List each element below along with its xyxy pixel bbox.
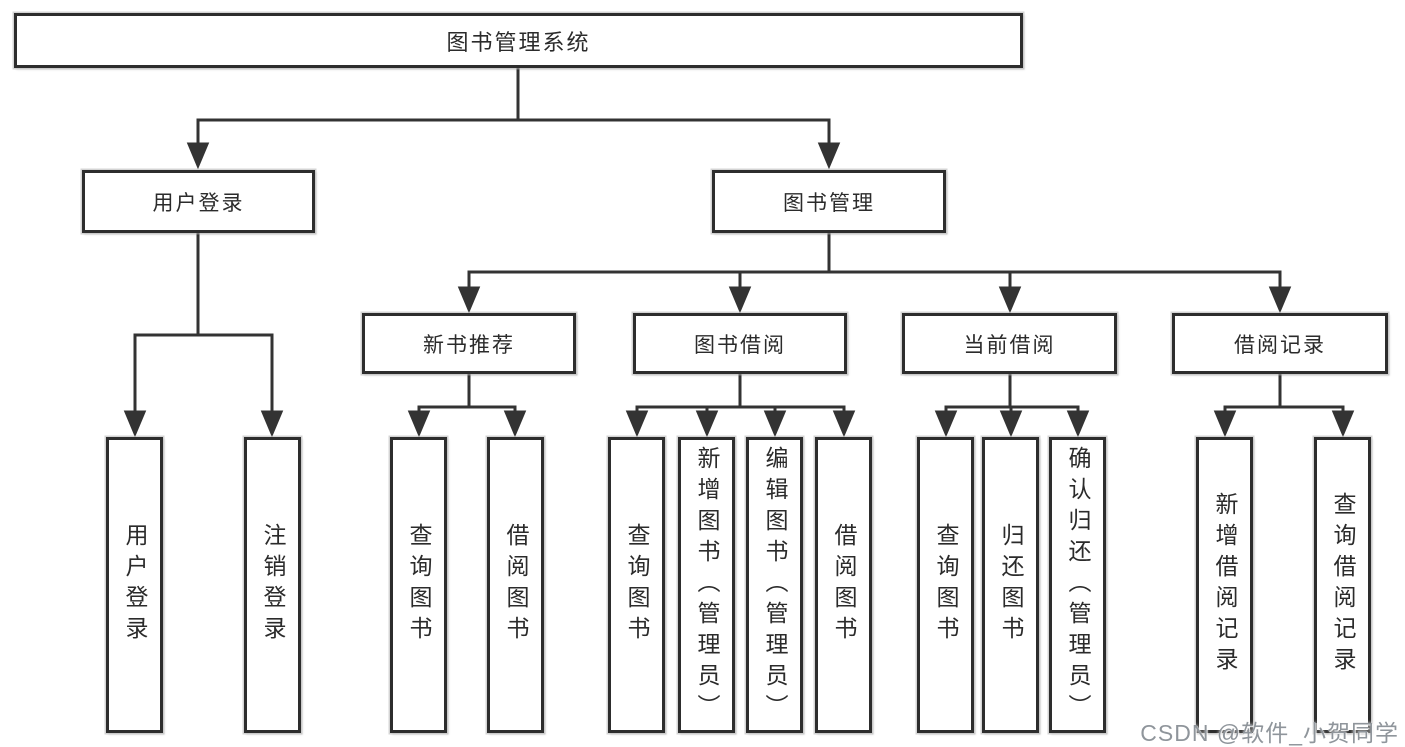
leaf-add-book-admin: 新增图书（管理员）: [678, 437, 735, 733]
leaf-edit-book-admin: 编辑图书（管理员）: [746, 437, 803, 733]
node-label: 编辑图书（管理员）: [762, 445, 788, 725]
node-label: 新增借阅记录: [1212, 492, 1238, 678]
csdn-watermark: CSDN @软件_小贺同学: [1140, 720, 1399, 746]
node-label: 借阅图书: [831, 523, 857, 647]
node-label: 新增图书（管理员）: [694, 445, 720, 725]
node-label: 图书借阅: [694, 333, 786, 357]
node-label: 确认归还（管理员）: [1065, 445, 1091, 725]
leaf-return-books: 归还图书: [982, 437, 1039, 733]
leaf-logout: 注销登录: [244, 437, 301, 733]
node-label: 归还图书: [998, 523, 1024, 647]
node-label: 查询图书: [933, 523, 959, 647]
node-label: 用户登录: [152, 191, 245, 215]
node-label: 图书管理系统: [446, 29, 591, 55]
leaf-borrow-books-recommendation: 借阅图书: [487, 437, 544, 733]
node-borrowing-records: 借阅记录: [1172, 313, 1388, 374]
node-label: 借阅图书: [503, 523, 529, 647]
leaf-user-login: 用户登录: [106, 437, 163, 733]
node-label: 当前借阅: [963, 333, 1056, 357]
node-book-borrowing: 图书借阅: [633, 313, 847, 374]
node-book-management: 图书管理: [712, 170, 946, 233]
leaf-borrow-books-borrowing: 借阅图书: [815, 437, 872, 733]
leaf-add-borrow-record: 新增借阅记录: [1196, 437, 1253, 733]
leaf-query-books-recommendation: 查询图书: [390, 437, 447, 733]
node-new-book-recommendation: 新书推荐: [362, 313, 576, 374]
leaf-query-borrow-record: 查询借阅记录: [1314, 437, 1371, 733]
node-label: 查询图书: [406, 523, 432, 647]
node-library-management-system: 图书管理系统: [14, 13, 1023, 68]
node-label: 注销登录: [260, 523, 286, 647]
leaf-confirm-return-admin: 确认归还（管理员）: [1049, 437, 1106, 733]
node-label: 借阅记录: [1234, 333, 1326, 357]
node-current-borrowing: 当前借阅: [902, 313, 1117, 374]
node-label: 查询借阅记录: [1330, 492, 1356, 678]
leaf-query-books-current: 查询图书: [917, 437, 974, 733]
node-user-login: 用户登录: [82, 170, 315, 233]
node-label: 图书管理: [783, 191, 875, 215]
leaf-query-books-borrowing: 查询图书: [608, 437, 665, 733]
node-label: 用户登录: [122, 523, 148, 647]
node-label: 查询图书: [624, 523, 650, 647]
node-label: 新书推荐: [423, 333, 515, 357]
